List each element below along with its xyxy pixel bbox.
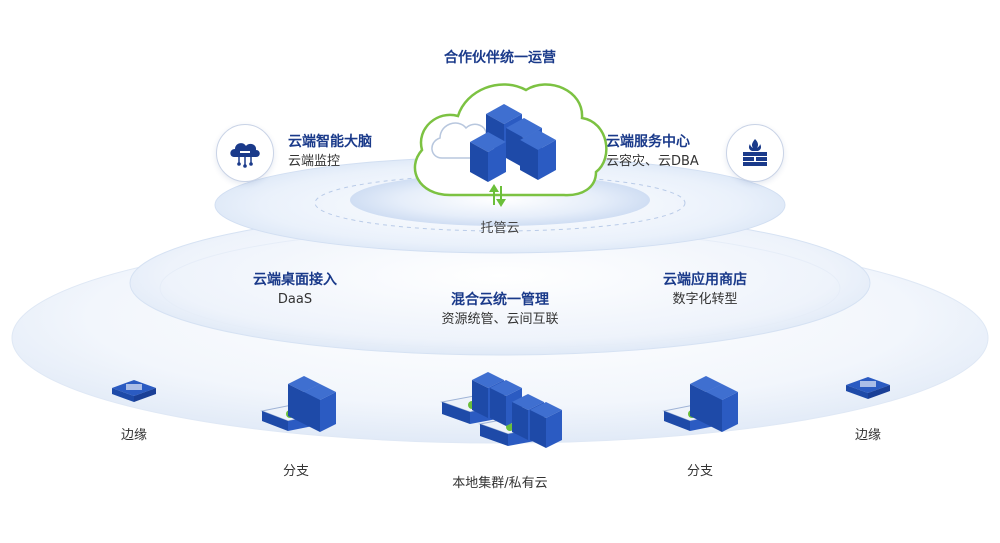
middle-center-block: 混合云统一管理 资源统管、云间互联 (420, 290, 580, 329)
local-cluster-label: 本地集群/私有云 (452, 476, 548, 491)
middle-right-subtitle: 数字化转型 (672, 292, 738, 307)
sync-arrows-icon (489, 184, 506, 207)
top-title: 合作伙伴统一运营 (444, 50, 556, 66)
right-feature-subtitle: 云容灾、云DBA (606, 154, 699, 169)
local-cluster-servers (440, 372, 562, 448)
branch-left-label: 分支 (282, 464, 309, 479)
middle-right-title: 云端应用商店 (663, 272, 747, 288)
middle-left-subtitle: DaaS (277, 292, 313, 307)
middle-center-title: 混合云统一管理 (451, 292, 549, 308)
cloud-servers (470, 104, 556, 182)
managed-cloud-label: 托管云 (480, 221, 520, 236)
edge-device-left (112, 380, 156, 402)
branch-servers-right (662, 376, 738, 432)
branch-servers-left (260, 376, 336, 432)
left-feature-subtitle: 云端监控 (288, 154, 341, 169)
middle-left-title: 云端桌面接入 (253, 272, 337, 288)
middle-center-subtitle: 资源统管、云间互联 (441, 312, 559, 327)
right-feature-title: 云端服务中心 (606, 134, 690, 150)
left-feature-title: 云端智能大脑 (288, 134, 372, 150)
middle-left-block: 云端桌面接入 DaaS (230, 270, 360, 309)
dashed-ring (314, 174, 686, 232)
edge-device-right (846, 377, 890, 399)
cloud-network-icon (216, 124, 274, 182)
edge-right-label: 边缘 (854, 428, 881, 443)
edge-left-label: 边缘 (120, 428, 147, 443)
right-feature-text: 云端服务中心 云容灾、云DBA (606, 132, 716, 171)
firewall-icon (726, 124, 784, 182)
branch-right-label: 分支 (686, 464, 713, 479)
middle-right-block: 云端应用商店 数字化转型 (640, 270, 770, 309)
left-feature-text: 云端智能大脑 云端监控 (288, 132, 388, 171)
